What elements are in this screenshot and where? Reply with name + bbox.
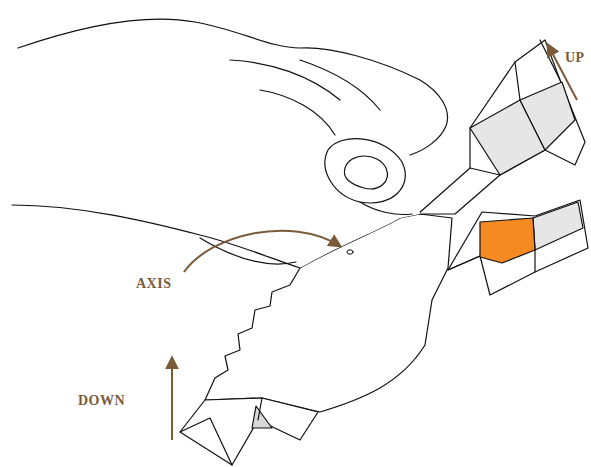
direction-label: DOWN (78, 393, 125, 408)
direction-label: AXIS (136, 276, 171, 291)
direction-label: UP (565, 50, 585, 65)
